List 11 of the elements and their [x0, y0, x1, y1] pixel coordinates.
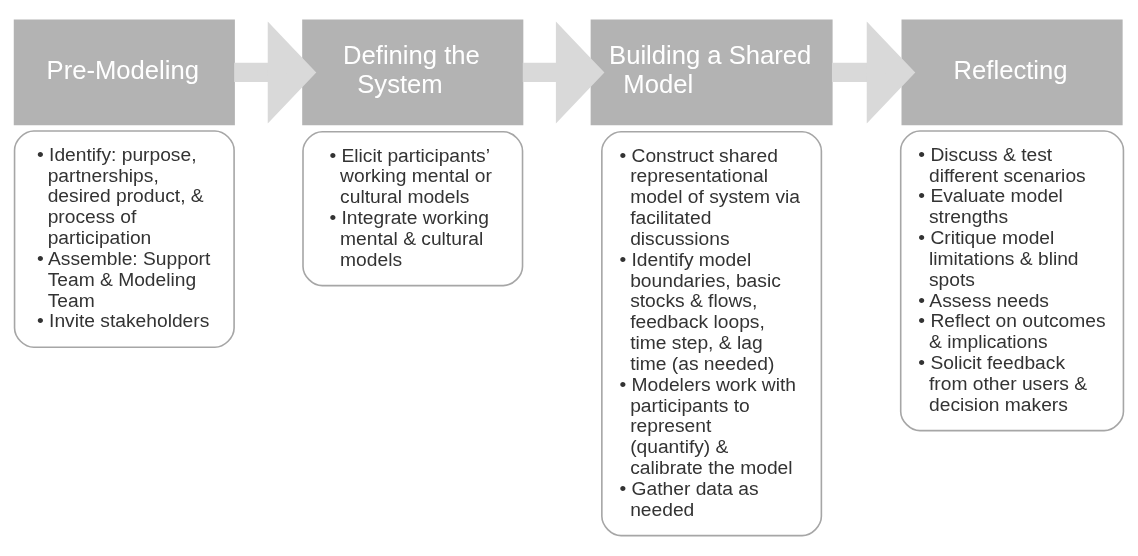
node-box: • Discuss & test different scenarios • Evaluate model strengths • Critique model limitations & blind spots • Assess needs • Reflect on outcomes & implications • Solicit feedback from other users & decision makers — [899, 130, 1125, 432]
node-box: Reflecting — [901, 19, 1123, 126]
arrow — [234, 21, 317, 124]
arrow — [831, 21, 916, 124]
arrow — [522, 21, 605, 124]
node-box: Defining the System — [302, 19, 524, 126]
node-box: Pre-Modeling — [13, 19, 235, 126]
node-box: Building a Shared Model — [590, 19, 833, 126]
node-box: • Construct shared representational model of system via facilitated discussions • Identify model boundaries, basic stocks & flows, feedback loops, time step, & lag time (as needed) • Modelers work with participants to represent (quantify) & calibrate the model • Gather data as needed — [601, 131, 823, 537]
node-box: • Elicit participants’ working mental or cultural models • Integrate working mental & cultural models — [302, 131, 524, 287]
node-box: • Identify: purpose, partnerships, desired product, & process of participation • Assemble: Support Team & Modeling Team • Invite stakeholders — [13, 130, 235, 349]
